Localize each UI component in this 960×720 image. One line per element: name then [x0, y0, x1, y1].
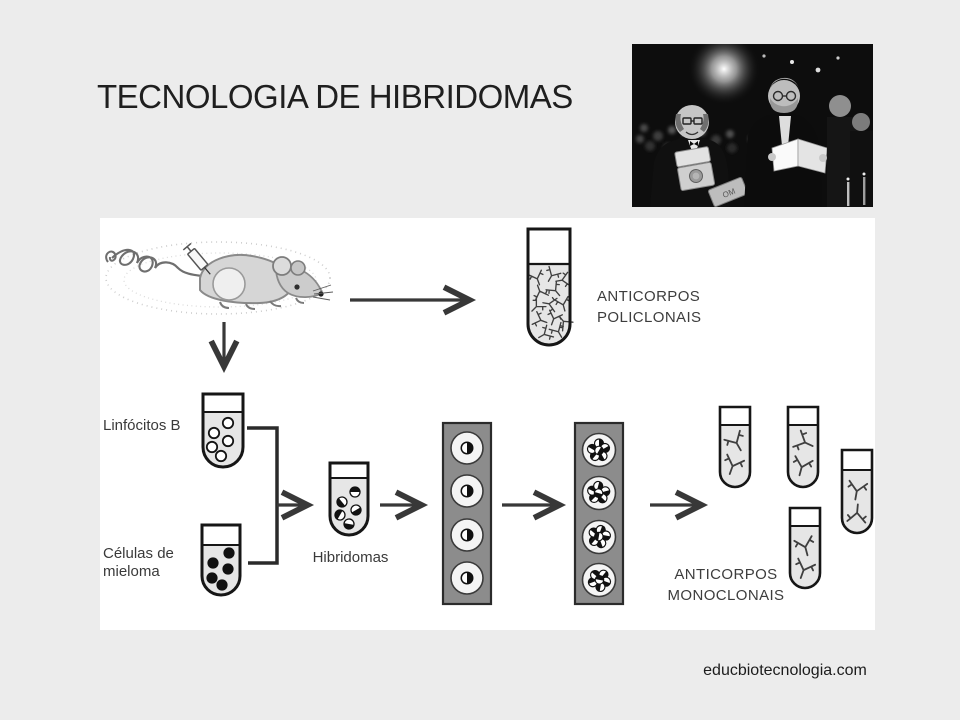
test-tube-myeloma: [200, 523, 242, 597]
spotlight: [688, 44, 760, 105]
mouse-legs: [219, 297, 305, 310]
beard: [769, 98, 799, 113]
shirt-right: [779, 116, 791, 146]
label-monoclonal: ANTICORPOS MONOCLONAIS: [655, 564, 797, 606]
laureate-right: [744, 77, 828, 207]
glasses-left: [682, 117, 703, 125]
website-url: educbiotecnologia.com: [703, 662, 867, 679]
well-plate-colonies: [573, 421, 625, 606]
test-tube-monoclonal-3: [840, 448, 874, 535]
diagram-panel: [100, 218, 875, 630]
test-tube-monoclonal-2: [786, 405, 820, 489]
whiskers: [312, 284, 334, 301]
label-monoclonal-line2: MONOCLONAIS: [667, 587, 785, 604]
label-hybridomas: Hibridomas: [312, 549, 389, 566]
test-tube-monoclonal-1: [718, 405, 752, 489]
diploma-folder: [771, 138, 828, 174]
glasses-right: [772, 90, 797, 102]
medal-case: [674, 146, 716, 191]
mouse-eye: [294, 284, 300, 290]
label-monoclonal-line1: ANTICORPOS: [674, 566, 778, 583]
test-tube-monoclonal-4: [788, 506, 822, 590]
myeloma-cells: [206, 547, 235, 591]
mouse-ear: [290, 260, 306, 276]
b-cells: [205, 416, 235, 463]
test-tube-polyclonal: [526, 227, 574, 347]
mouse-ear: [272, 256, 292, 276]
hybridoma-diagram: [105, 227, 874, 606]
label-polyclonal-line1: ANTICORPOS: [597, 288, 701, 305]
label-polyclonal-line2: POLICLONAIS: [597, 309, 702, 326]
page-title: TECNOLOGIA DE HIBRIDOMAS: [97, 78, 573, 115]
smile: [685, 131, 699, 136]
label-polyclonal: ANTICORPOS POLICLONAIS: [597, 286, 701, 328]
merge-bracket: [247, 426, 279, 565]
hand: [768, 153, 776, 161]
plate-wells: [450, 431, 484, 595]
hand: [819, 154, 827, 162]
face-left: [675, 105, 709, 139]
stage-lights: [762, 54, 840, 73]
label-myeloma: Células de mieloma: [103, 545, 174, 580]
background-figures: [827, 95, 873, 207]
nobel-ceremony-photo: OM: [632, 44, 873, 207]
test-tube-lymphocytes: [201, 392, 245, 469]
label-lymphocytes: Linfócitos B: [103, 417, 181, 434]
mouse-nose: [318, 291, 324, 297]
mouse-haunch: [212, 267, 246, 301]
laureate-left: OM: [650, 105, 748, 207]
mouse-drawing-icon: [105, 241, 334, 315]
bow-tie: [690, 141, 698, 146]
award-box: OM: [708, 177, 748, 207]
test-tube-hybridomas: [328, 461, 370, 537]
syringe-icon: [182, 242, 211, 275]
plate-wells: [581, 432, 617, 598]
well-plate-single-cells: [441, 421, 493, 606]
